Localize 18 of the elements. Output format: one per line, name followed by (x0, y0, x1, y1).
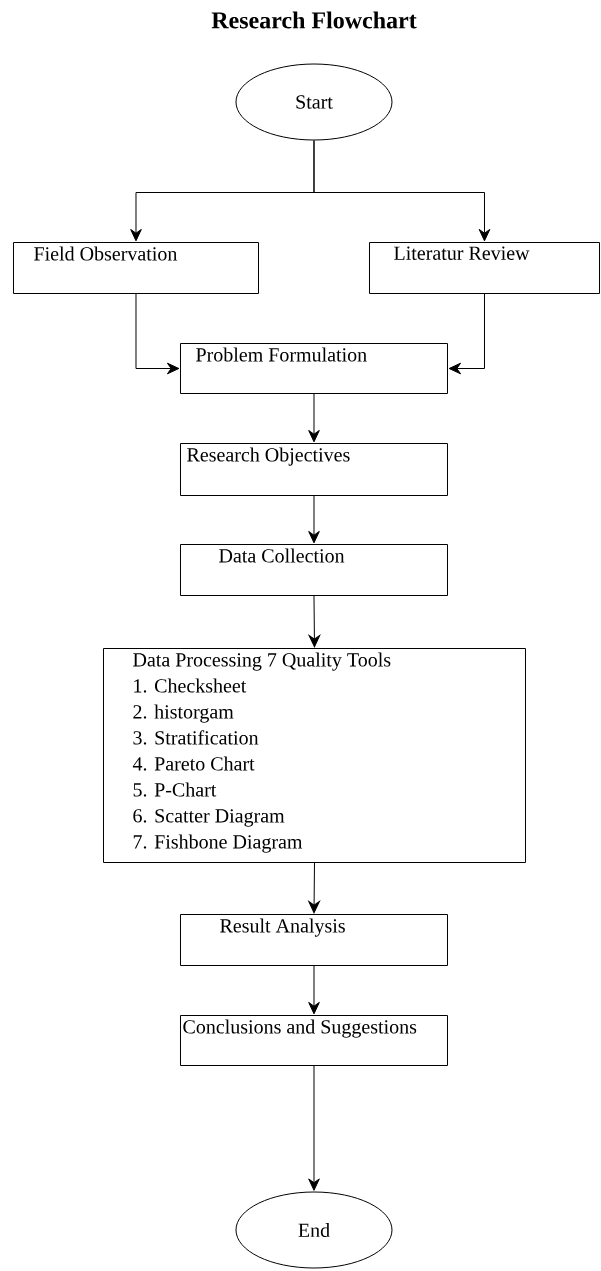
process-box: Data Processing 7 Quality Tools 1. Checksheet 2. historgam 3. Stratification 4. Pareto Chart 5. P-Chart 6. Scatter Diagram 7. Fishbone Diagram (103, 648, 526, 863)
process-box: Result Analysis (180, 914, 448, 966)
arrow (308, 495, 320, 544)
process-box: Data Collection (180, 544, 448, 596)
arrow (308, 393, 320, 443)
arrow (308, 965, 320, 1015)
arrow (313, 140, 491, 242)
process-box: Problem Formulation (180, 343, 448, 394)
process-box: Field Observation (13, 242, 259, 294)
arrow (448, 293, 485, 375)
arrow (308, 862, 320, 914)
process-box: Conclusions and Suggestions (180, 1015, 448, 1066)
arrow (308, 1065, 320, 1191)
arrow (308, 595, 321, 648)
process-box: Research Objectives (180, 443, 448, 496)
process-box: Literatur Review (369, 242, 600, 294)
title: Research Flowchart (211, 11, 417, 29)
arrow (135, 293, 180, 375)
